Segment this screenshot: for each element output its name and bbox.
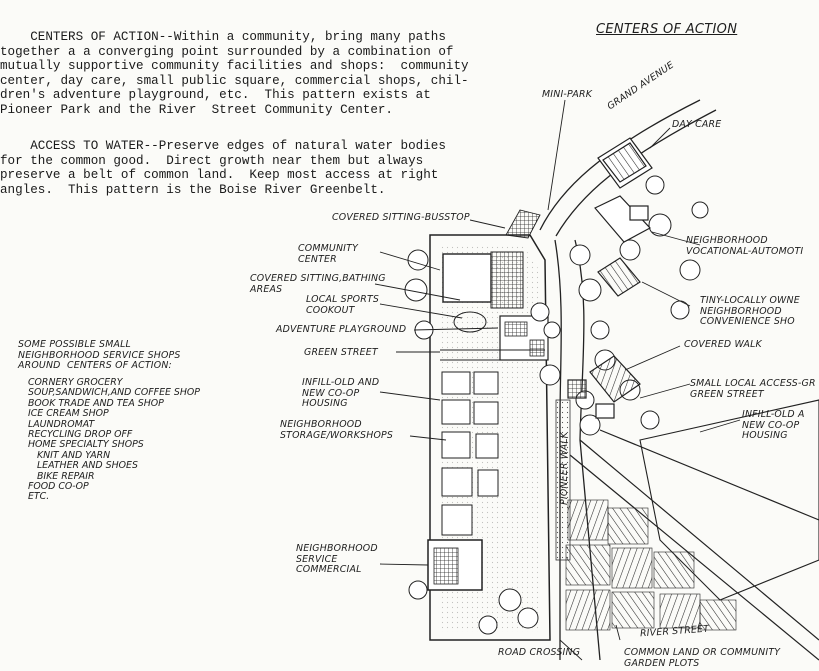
label-road-crossing: ROAD CROSSING (498, 647, 581, 658)
covered-walk-building (567, 355, 641, 419)
list-item: KNIT AND YARN (28, 449, 111, 461)
list-item: ETC. (28, 491, 50, 503)
label-adventure-playground: ADVENTURE PLAYGROUND (276, 324, 407, 335)
vocational-building (594, 195, 651, 243)
infill-housing-units (441, 371, 499, 536)
list-item: HOME SPECIALTY SHOPS (28, 439, 144, 451)
list-item: ICE CREAM SHOP (28, 408, 109, 420)
community-center-building (442, 253, 492, 303)
water-paragraph-line: angles. This pattern is the Boise River … (0, 182, 386, 197)
water-paragraph-line: preserve a belt of common land. Keep mos… (0, 168, 439, 183)
diagram-title: CENTERS OF ACTION (596, 22, 738, 37)
centers-paragraph-line: Pioneer Park and the River Street Commun… (0, 102, 393, 117)
label-common-land: COMMON LAND OR COMMUNITY GARDEN PLOTS (624, 647, 781, 669)
label-infill-housing-right: INFILL-OLD A NEW CO-OP HOUSING (742, 409, 805, 441)
label-covered-sitting-busstop: COVERED SITTING-BUSSTOP (332, 212, 470, 223)
list-item: LEATHER AND SHOES (28, 460, 138, 472)
covered-sitting-area (490, 251, 524, 309)
centers-paragraph-line: center, day care, small public square, c… (0, 73, 469, 88)
label-green-street: GREEN STREET (304, 347, 378, 358)
label-local-sports-cookout: LOCAL SPORTS COOKOUT (306, 294, 380, 316)
centers-paragraph-line: mutually supportive community facilities… (0, 59, 469, 74)
label-covered-sitting-bathing: COVERED SITTING,BATHING AREAS (250, 273, 386, 295)
day-care-building (597, 137, 653, 189)
shops-heading-line: AROUND CENTERS OF ACTION: (18, 360, 172, 371)
label-day-care: DAY CARE (672, 119, 722, 130)
garden-plots (565, 499, 737, 631)
label-storage-workshops: NEIGHBORHOOD STORAGE/WORKSHOPS (280, 419, 394, 441)
label-community-center: COMMUNITY CENTER (298, 243, 358, 265)
centers-of-action-paragraph: CENTERS OF ACTION--Within a community, b… (0, 30, 469, 118)
list-item: RECYCLING DROP OFF (28, 429, 133, 441)
label-infill-housing-left: INFILL-OLD AND NEW CO-OP HOUSING (302, 377, 380, 409)
water-paragraph-line: for the common good. Direct growth near … (0, 153, 424, 168)
list-item: CORNERY GROCERY (28, 377, 123, 388)
label-small-local-access: SMALL LOCAL ACCESS-GR GREEN STREET (690, 378, 816, 400)
list-item: BOOK TRADE AND TEA SHOP (28, 397, 164, 409)
centers-paragraph-line: together a a converging point surrounded… (0, 44, 454, 59)
shops-heading-line: NEIGHBORHOOD SERVICE SHOPS (18, 349, 181, 361)
label-covered-walk: COVERED WALK (684, 339, 762, 350)
label-pioneer-walk: PIONEER WALK (559, 431, 570, 505)
water-paragraph-line: ACCESS TO WATER--Preserve edges of natur… (0, 139, 446, 153)
convenience-shop-building (597, 257, 641, 297)
pioneer-walk-corridor (555, 399, 571, 561)
sports-cookout-area (453, 311, 487, 333)
centers-paragraph-line: dren's adventure playground, etc. This p… (0, 88, 431, 103)
label-mini-park: MINI-PARK (542, 89, 593, 100)
list-item: SOUP,SANDWICH,AND COFFEE SHOP (28, 387, 200, 399)
label-neighborhood-vocational: NEIGHBORHOOD VOCATIONAL-AUTOMOTI (686, 235, 804, 257)
shops-heading-line: SOME POSSIBLE SMALL (18, 339, 131, 350)
label-tiny-convenience: TINY-LOCALLY OWNE NEIGHBORHOOD CONVENIEN… (700, 295, 800, 327)
bus-stop-shelter (505, 209, 541, 239)
right-housing-tract (639, 399, 819, 601)
leader-lines (374, 99, 741, 661)
river-street (569, 429, 819, 661)
list-item: BIKE REPAIR (28, 470, 95, 482)
centers-paragraph-line: CENTERS OF ACTION--Within a community, b… (0, 30, 446, 44)
access-to-water-paragraph: ACCESS TO WATER--Preserve edges of natur… (0, 139, 446, 197)
label-neighborhood-service: NEIGHBORHOOD SERVICE COMMERCIAL (296, 543, 378, 575)
list-item: LAUNDROMAT (28, 418, 95, 430)
list-item: FOOD CO-OP (28, 481, 89, 493)
